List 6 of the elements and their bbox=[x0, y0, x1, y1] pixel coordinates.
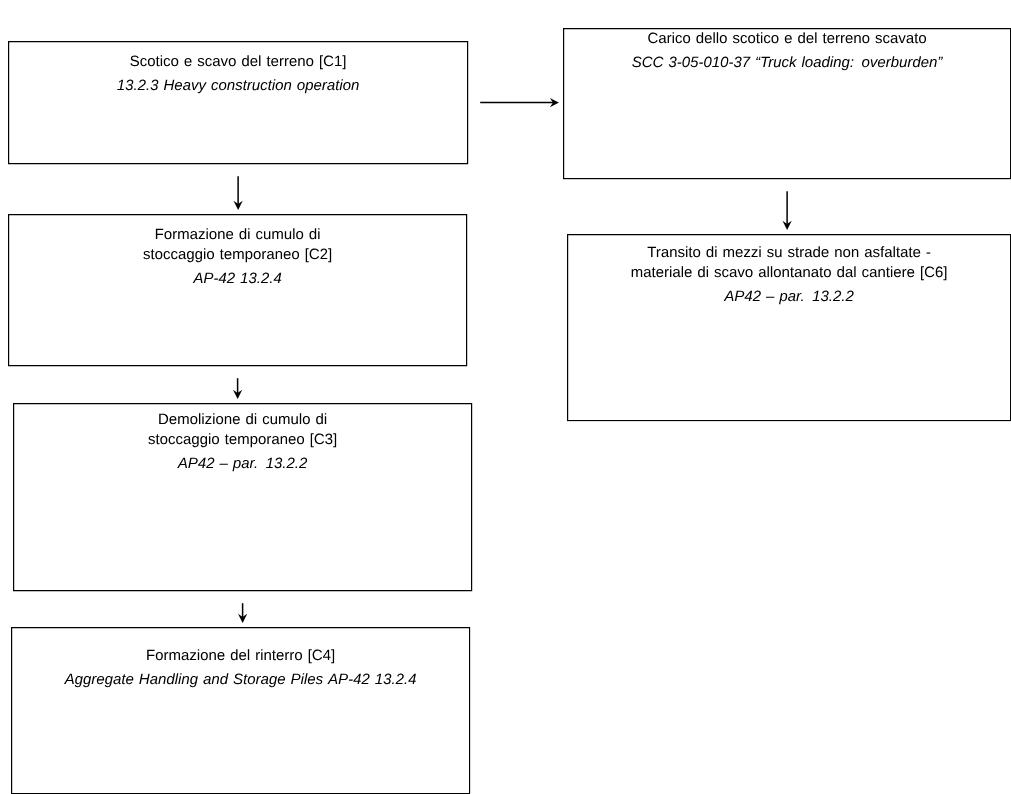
process-box: Scotico e scavo del terreno [C1] 13.2.3 Heavy construction operation bbox=[8, 41, 469, 165]
process-box: Carico dello scotico e del terreno scavato SCC 3-05-010-37 “Truck loading: overburden” bbox=[563, 28, 1011, 180]
process-box: Formazione del rinterro [C4] Aggregate Handling and Storage Piles AP-42 13.2.4 bbox=[11, 627, 471, 794]
process-box: Formazione di cumulo di stoccaggio temporaneo [C2] AP-42 13.2.4 bbox=[8, 214, 468, 367]
process-box: Demolizione di cumulo di stoccaggio temporaneo [C3] AP42 – par. 13.2.2 bbox=[13, 403, 473, 592]
process-box: Transito di mezzi su strade non asfaltate - materiale di scavo allontanato dal cantiere [C6] AP42 – par. 13.2.2 bbox=[567, 234, 1011, 422]
